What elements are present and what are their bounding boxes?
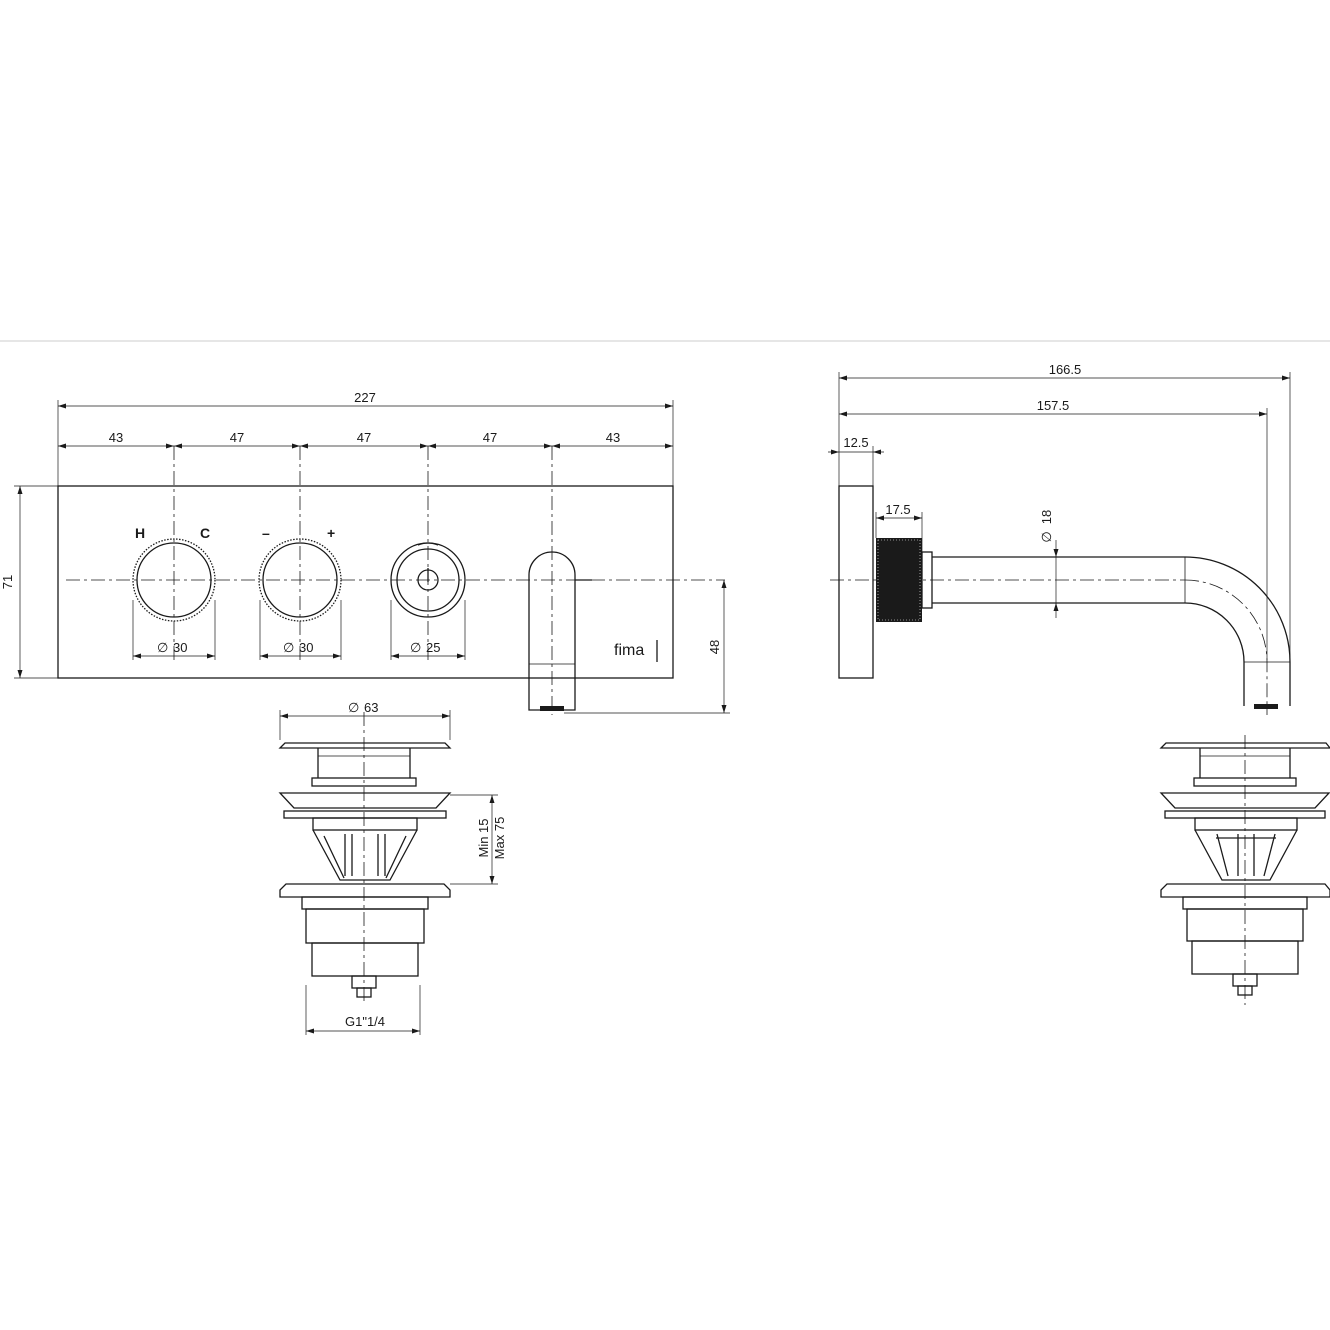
knob-hot-cold xyxy=(132,538,216,622)
dim-ring-width: 17.5 xyxy=(885,502,910,517)
dim-total-projection: 166.5 xyxy=(1049,362,1082,377)
side-plate xyxy=(838,485,874,679)
brand-logo: fima xyxy=(614,642,644,659)
dim-pipe-diameter: 18 xyxy=(1039,510,1054,524)
dim-spout-drop: 48 xyxy=(707,640,722,654)
diverter-knob xyxy=(390,542,466,618)
diameter-symbol-knob-1: ∅ xyxy=(157,640,168,655)
dim-spacing-3: 47 xyxy=(357,430,371,445)
label-plus: + xyxy=(327,525,335,541)
waste-valve-front xyxy=(278,712,452,1005)
dim-clamp-min: Min 15 xyxy=(476,818,491,857)
dim-diverter-diameter: 25 xyxy=(426,640,440,655)
dim-knob-2-diameter: 30 xyxy=(299,640,313,655)
diameter-symbol-knob-2: ∅ xyxy=(283,640,294,655)
dim-spacing-2: 47 xyxy=(230,430,244,445)
dim-spacing-1: 43 xyxy=(109,430,123,445)
side-view xyxy=(830,485,1291,715)
dim-spacing-5: 43 xyxy=(606,430,620,445)
dim-spout-reach: 157.5 xyxy=(1037,398,1070,413)
dim-clamp-max: Max 75 xyxy=(492,817,507,860)
label-minus: – xyxy=(262,525,270,541)
diameter-symbol-cap: ∅ xyxy=(348,700,359,715)
front-view: H C – + fima xyxy=(0,390,730,715)
dim-spacing-4: 47 xyxy=(483,430,497,445)
label-hot: H xyxy=(135,525,145,541)
dim-cap-diameter: 63 xyxy=(364,700,378,715)
wall-plate xyxy=(57,485,674,679)
label-cold: C xyxy=(200,525,210,541)
dim-knob-1-diameter: 30 xyxy=(173,640,187,655)
spout-front xyxy=(528,551,592,711)
diameter-symbol-diverter: ∅ xyxy=(410,640,421,655)
dim-height: 71 xyxy=(0,575,15,589)
dim-overall-width: 227 xyxy=(354,390,376,405)
dim-plate-thickness: 12.5 xyxy=(843,435,868,450)
knob-flow xyxy=(258,538,342,622)
dim-thread: G1"1/4 xyxy=(345,1014,385,1029)
diameter-symbol-pipe: ∅ xyxy=(1039,531,1054,542)
waste-valve-side xyxy=(1159,735,1330,1005)
